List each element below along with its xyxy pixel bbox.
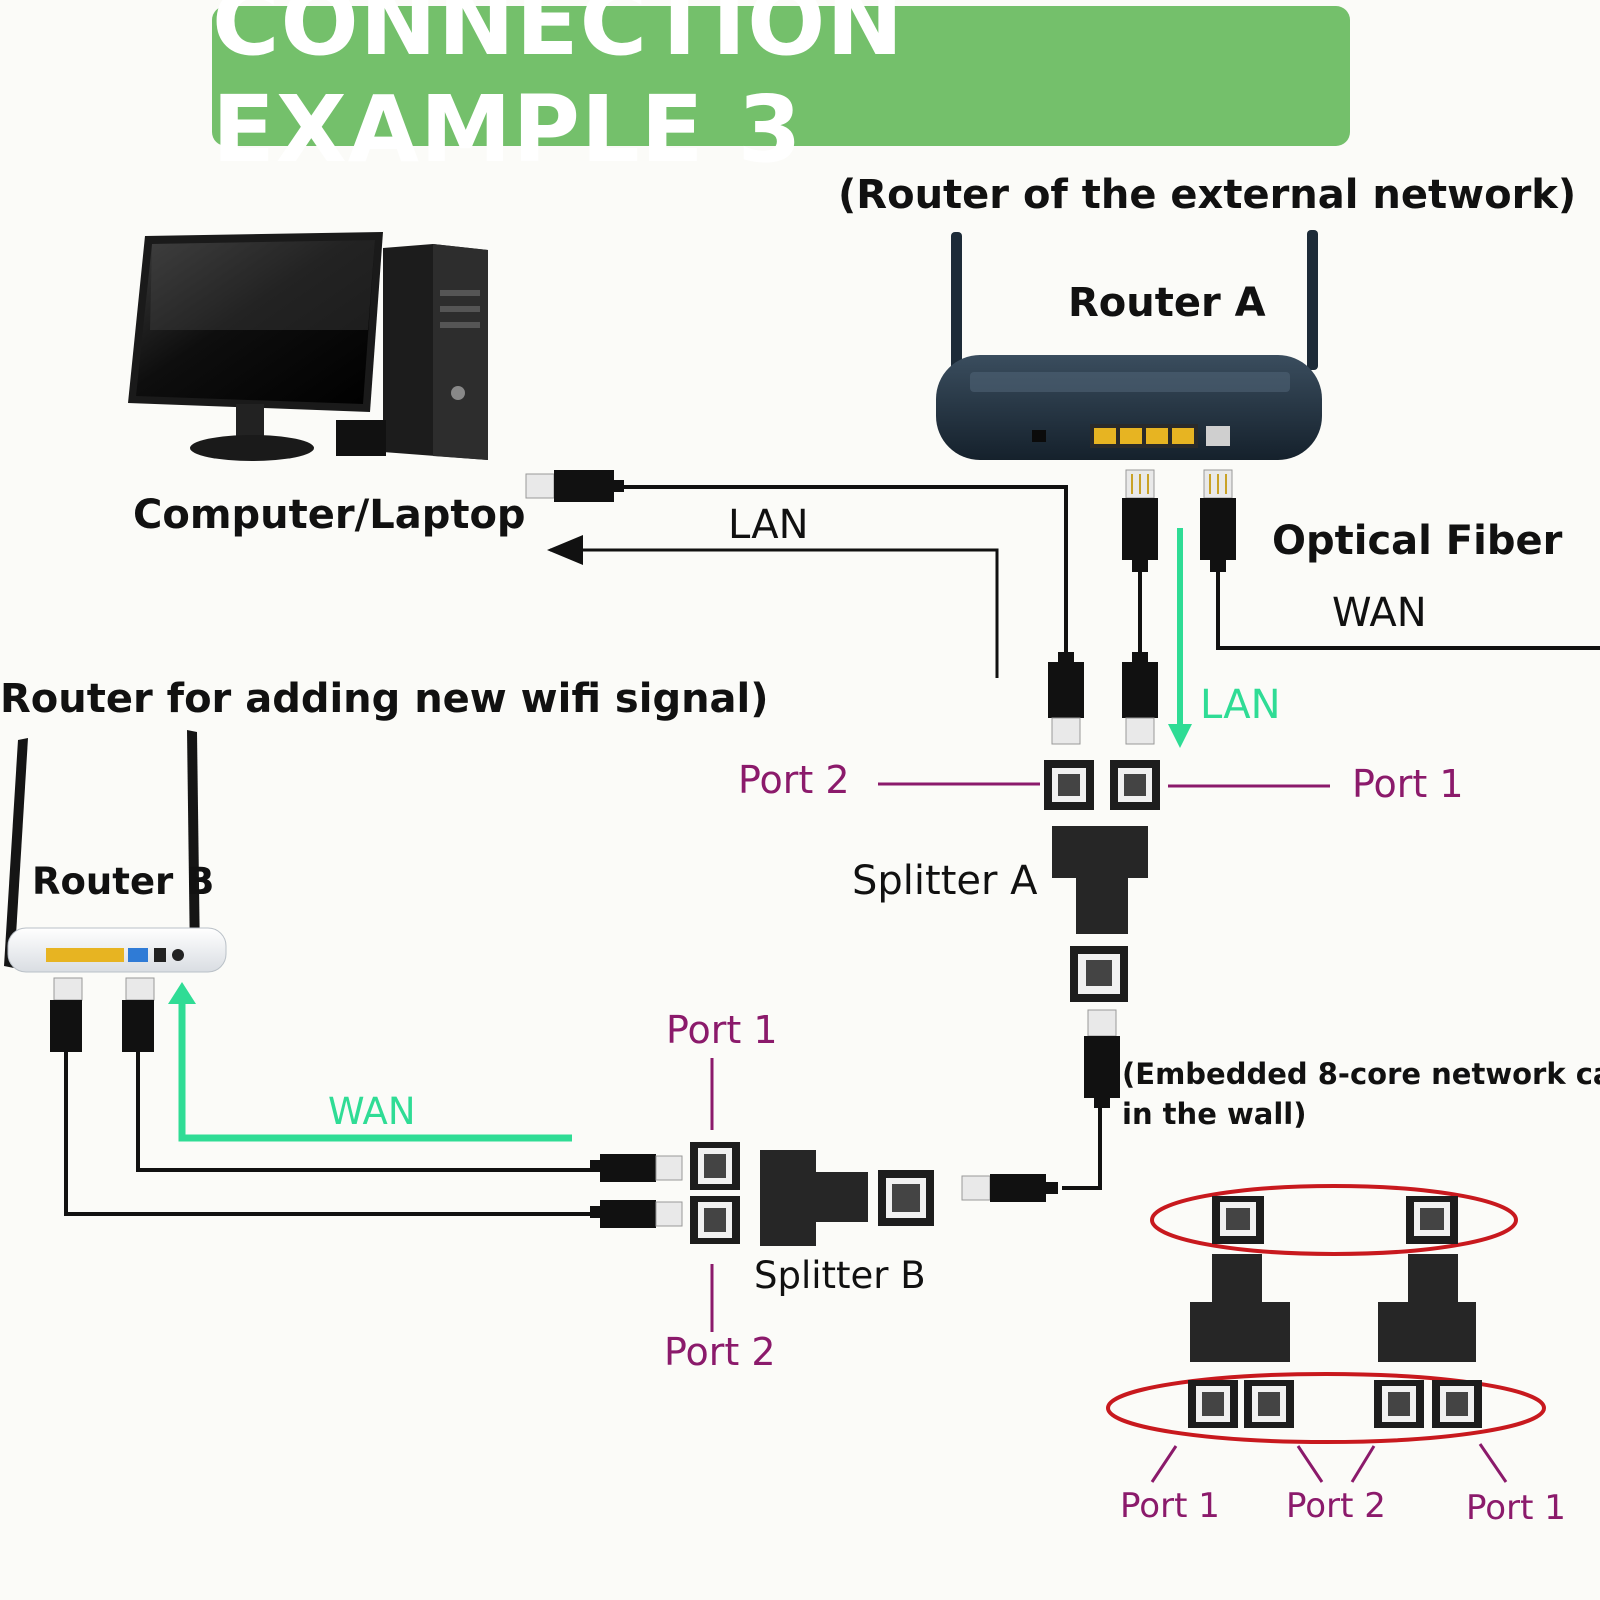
inset-splitter-left-icon	[1188, 1196, 1294, 1428]
cable-lines	[64, 485, 1600, 1216]
cable-wall	[1062, 1095, 1102, 1190]
rj45-plug-icon	[961, 1174, 1058, 1202]
cable-router-b-lan	[64, 1048, 595, 1216]
computer-icon	[128, 232, 488, 461]
cable-optical-fiber	[1216, 570, 1600, 650]
inset-port1-right-label: Port 1	[1466, 1488, 1566, 1528]
lan-green-label: LAN	[1200, 682, 1281, 728]
lan-arrow	[547, 535, 999, 678]
computer-label: Computer/Laptop	[133, 492, 526, 538]
splitter-a-label: Splitter A	[852, 858, 1038, 904]
lan-port-led	[1094, 428, 1116, 444]
green-wan-arrow	[168, 982, 572, 1142]
splitter-a-port1-label: Port 1	[1352, 762, 1464, 806]
rj45-plug-icon	[1200, 469, 1236, 572]
port-leader-lines	[710, 782, 1508, 1483]
lan-port-led	[1120, 428, 1142, 444]
splitter-b-port2-label: Port 2	[664, 1330, 776, 1374]
splitter-b-icon	[690, 1142, 934, 1246]
rj45-plug-icon	[50, 977, 83, 1052]
router-a-note: (Router of the external network)	[838, 172, 1577, 218]
wan-green-label: WAN	[328, 1090, 416, 1133]
wall-cable-note-line2: in the wall)	[1122, 1097, 1307, 1131]
rj45-plug-icon	[590, 1154, 683, 1182]
rj45-plug-icon	[590, 1200, 683, 1228]
cable-router-b-wan	[136, 1048, 595, 1172]
inset-port2-label: Port 2	[1286, 1486, 1386, 1526]
wall-cable-note-line1: (Embedded 8-core network cable	[1122, 1057, 1600, 1091]
splitter-b-label: Splitter B	[754, 1254, 926, 1297]
inset-port1-left-label: Port 1	[1120, 1486, 1220, 1526]
router-a-label: Router A	[1068, 280, 1266, 326]
router-a-icon	[936, 230, 1322, 460]
lan-port-led	[1172, 428, 1194, 444]
splitter-b-port1-label: Port 1	[666, 1008, 778, 1052]
rj45-plug-icon	[1084, 1009, 1120, 1108]
wan-label: WAN	[1332, 590, 1427, 636]
router-b-icon	[4, 730, 227, 973]
inset-splitter-right-icon	[1374, 1196, 1482, 1428]
router-b-label: Router B	[32, 860, 215, 903]
lan-port-led	[1146, 428, 1168, 444]
title-banner: CONNECTION EXAMPLE 3	[212, 0, 1350, 183]
rj45-plug-icon	[122, 977, 155, 1052]
splitter-a-port2-label: Port 2	[738, 758, 850, 802]
rj45-plug-icon	[1048, 652, 1084, 745]
highlight-ellipse-bottom	[1106, 1372, 1546, 1444]
highlight-ellipse-top	[1150, 1184, 1518, 1256]
router-b-note: Router for adding new wifi signal)	[0, 676, 769, 722]
optical-fiber-label: Optical Fiber	[1272, 518, 1563, 564]
rj45-plug-icon	[525, 470, 624, 502]
rj45-plug-icon	[1122, 469, 1158, 572]
diagram-title: CONNECTION EXAMPLE 3	[212, 0, 905, 183]
rj45-plug-icon	[1122, 652, 1158, 745]
cable-computer-lan	[620, 485, 1068, 655]
lan-label: LAN	[728, 502, 809, 548]
splitter-a-icon	[1044, 760, 1160, 1002]
green-lan-arrow	[1168, 528, 1192, 748]
